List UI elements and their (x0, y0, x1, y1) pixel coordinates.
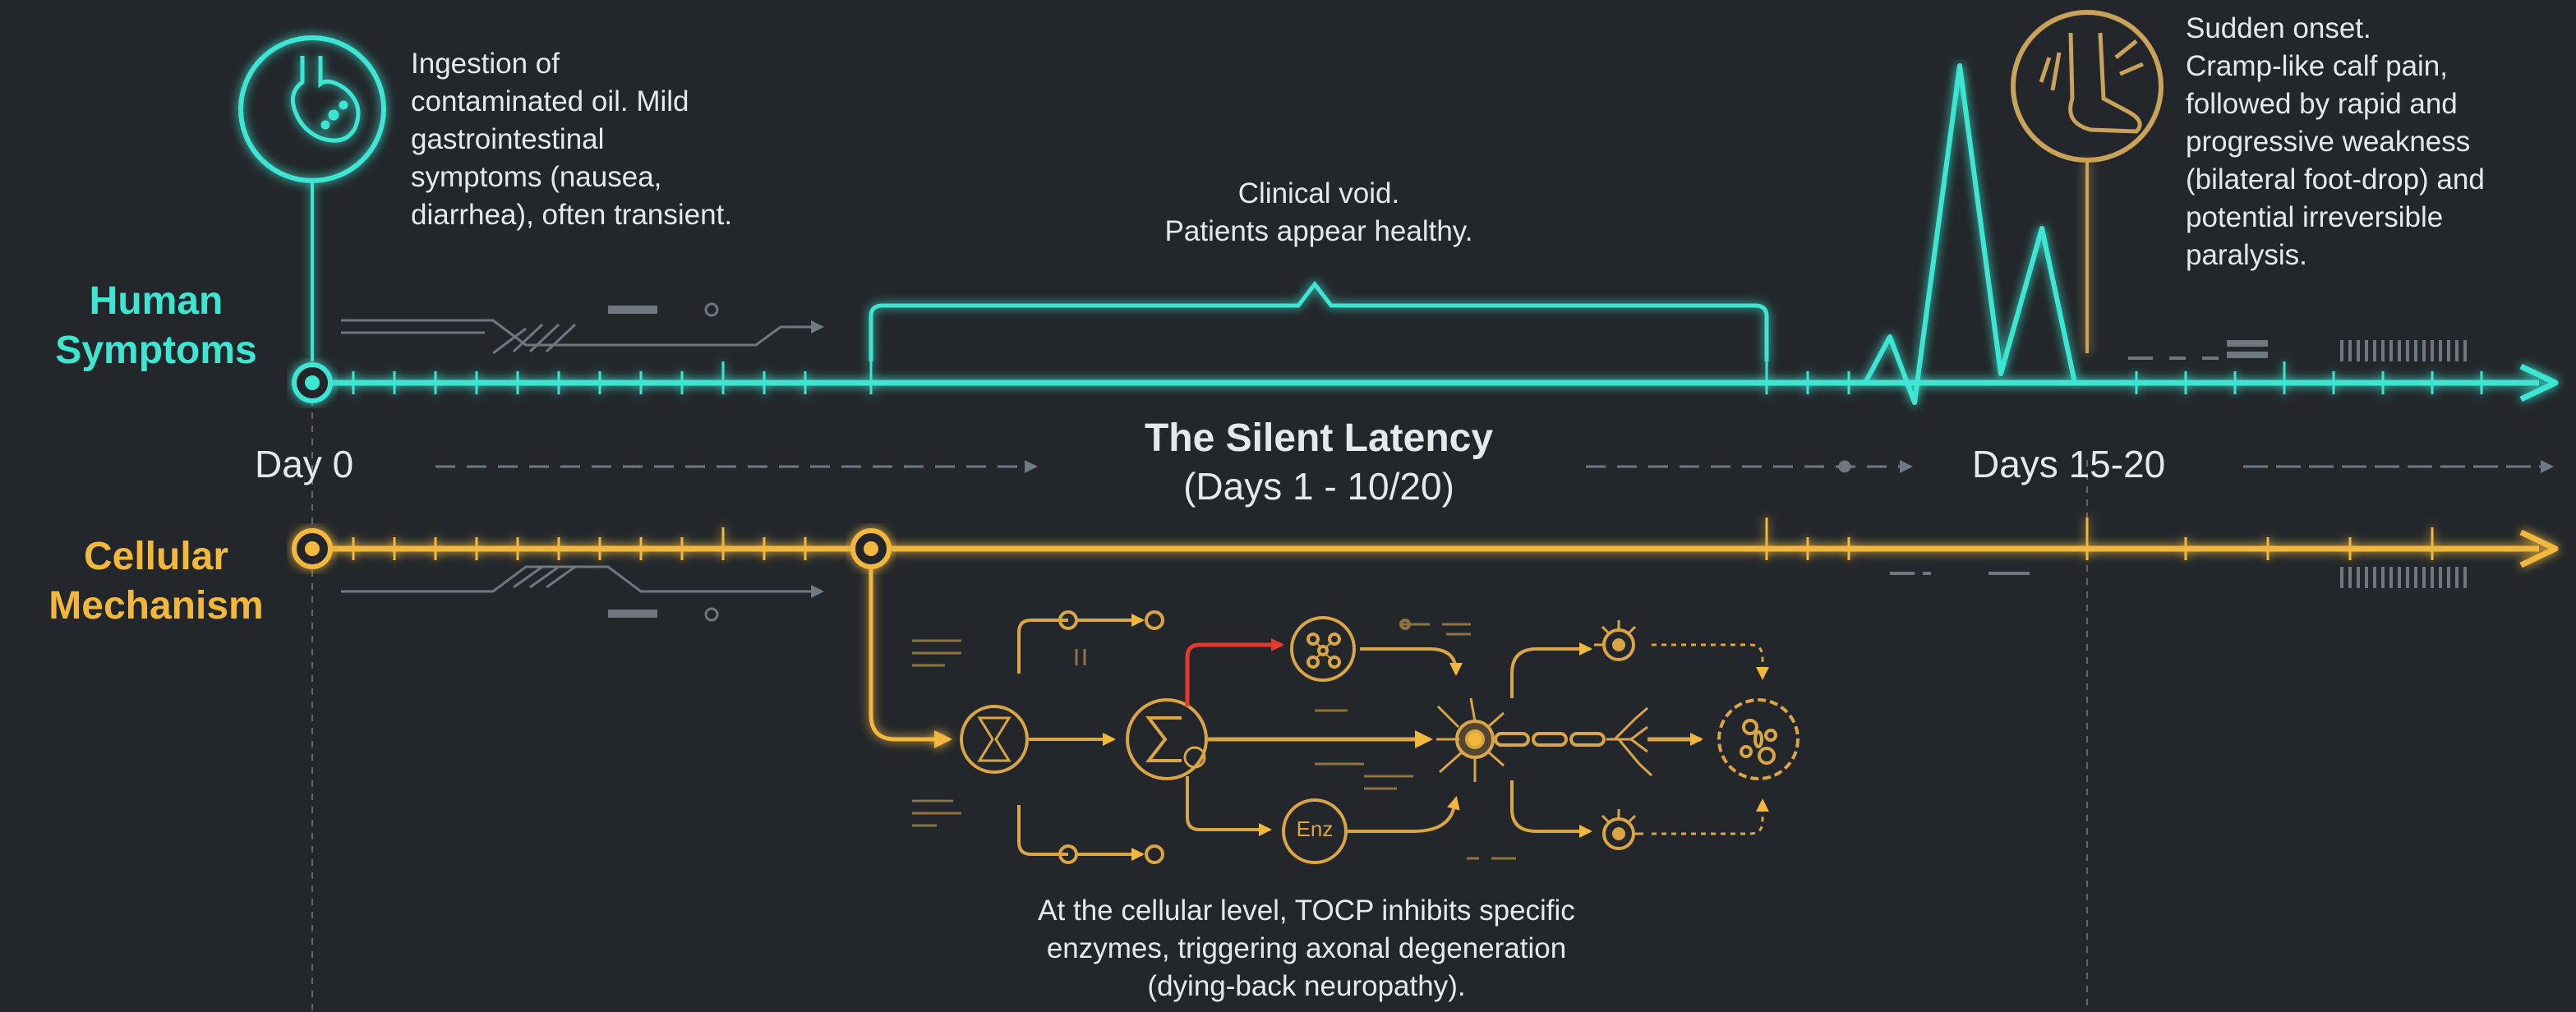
human-label-line1: Human (89, 279, 223, 323)
clinical-void-annotation: Clinical void. Patients appear healthy. (1068, 175, 1569, 251)
latency-start-node (850, 528, 892, 569)
foot-icon (2011, 10, 2164, 163)
silent-latency-range: (Days 1 - 10/20) (1183, 465, 1454, 508)
silent-latency-title: The Silent Latency (1144, 416, 1494, 460)
cellular-line: At the cellular level, TOCP inhibits spe… (1038, 895, 1575, 927)
onset-line: progressive weakness (2186, 126, 2471, 158)
human-label-line2: Symptoms (55, 329, 257, 372)
human-symptoms-label: Human Symptoms (16, 277, 296, 375)
cell-icon (1717, 698, 1800, 780)
cellular-annotation: At the cellular level, TOCP inhibits spe… (961, 892, 1652, 1005)
enzyme-label: Enz (1296, 816, 1334, 841)
ingestion-line: Ingestion of (411, 48, 560, 80)
day0-cellular-node (292, 528, 333, 569)
day0-human-node (292, 362, 333, 403)
cellular-timeline (312, 518, 2559, 748)
enzyme-icon (1282, 798, 1348, 864)
molecule-icon (1290, 616, 1356, 682)
silent-latency-label: The Silent Latency (Days 1 - 10/20) (1044, 415, 1594, 510)
human-timeline (311, 63, 2559, 405)
small-neuron-lower-icon (1601, 809, 1643, 850)
onset-annotation: Sudden onset. Cramp-like calf pain, foll… (2186, 10, 2572, 274)
cellular-label-line2: Mechanism (48, 584, 264, 628)
mechanism-diagram (912, 610, 1800, 864)
ingestion-line: gastrointestinal (411, 123, 605, 155)
cellular-label-line1: Cellular (83, 535, 229, 578)
onset-line: paralysis. (2186, 239, 2307, 271)
hourglass-icon (960, 705, 1029, 774)
small-neuron-upper-icon (1594, 620, 1637, 661)
cellular-line: enzymes, triggering axonal degeneration (1046, 932, 1567, 964)
sigma-icon (1126, 698, 1208, 780)
onset-line: Sudden onset. (2186, 12, 2371, 44)
onset-line: Cramp-like calf pain, (2186, 50, 2448, 82)
onset-line: (bilateral foot-drop) and (2186, 163, 2485, 196)
void-line: Clinical void. (1237, 177, 1400, 209)
stomach-icon (238, 35, 386, 183)
cellular-line: (dying-back neuropathy). (1147, 970, 1466, 1002)
day0-label: Day 0 (255, 443, 354, 485)
ingestion-line: symptoms (nausea, (411, 161, 662, 193)
decorative-traces (341, 302, 2554, 622)
onset-line: potential irreversible (2186, 201, 2444, 233)
void-line: Patients appear healthy. (1164, 215, 1473, 247)
days-15-20-label: Days 15-20 (1972, 443, 2166, 485)
cellular-mechanism-label: Cellular Mechanism (16, 532, 296, 631)
ingestion-line: diarrhea), often transient. (411, 199, 733, 231)
ingestion-line: contaminated oil. Mild (411, 85, 689, 117)
neuron-icon (1436, 697, 1653, 782)
onset-line: followed by rapid and (2186, 88, 2458, 120)
ingestion-annotation: Ingestion of contaminated oil. Mild gast… (411, 45, 838, 234)
